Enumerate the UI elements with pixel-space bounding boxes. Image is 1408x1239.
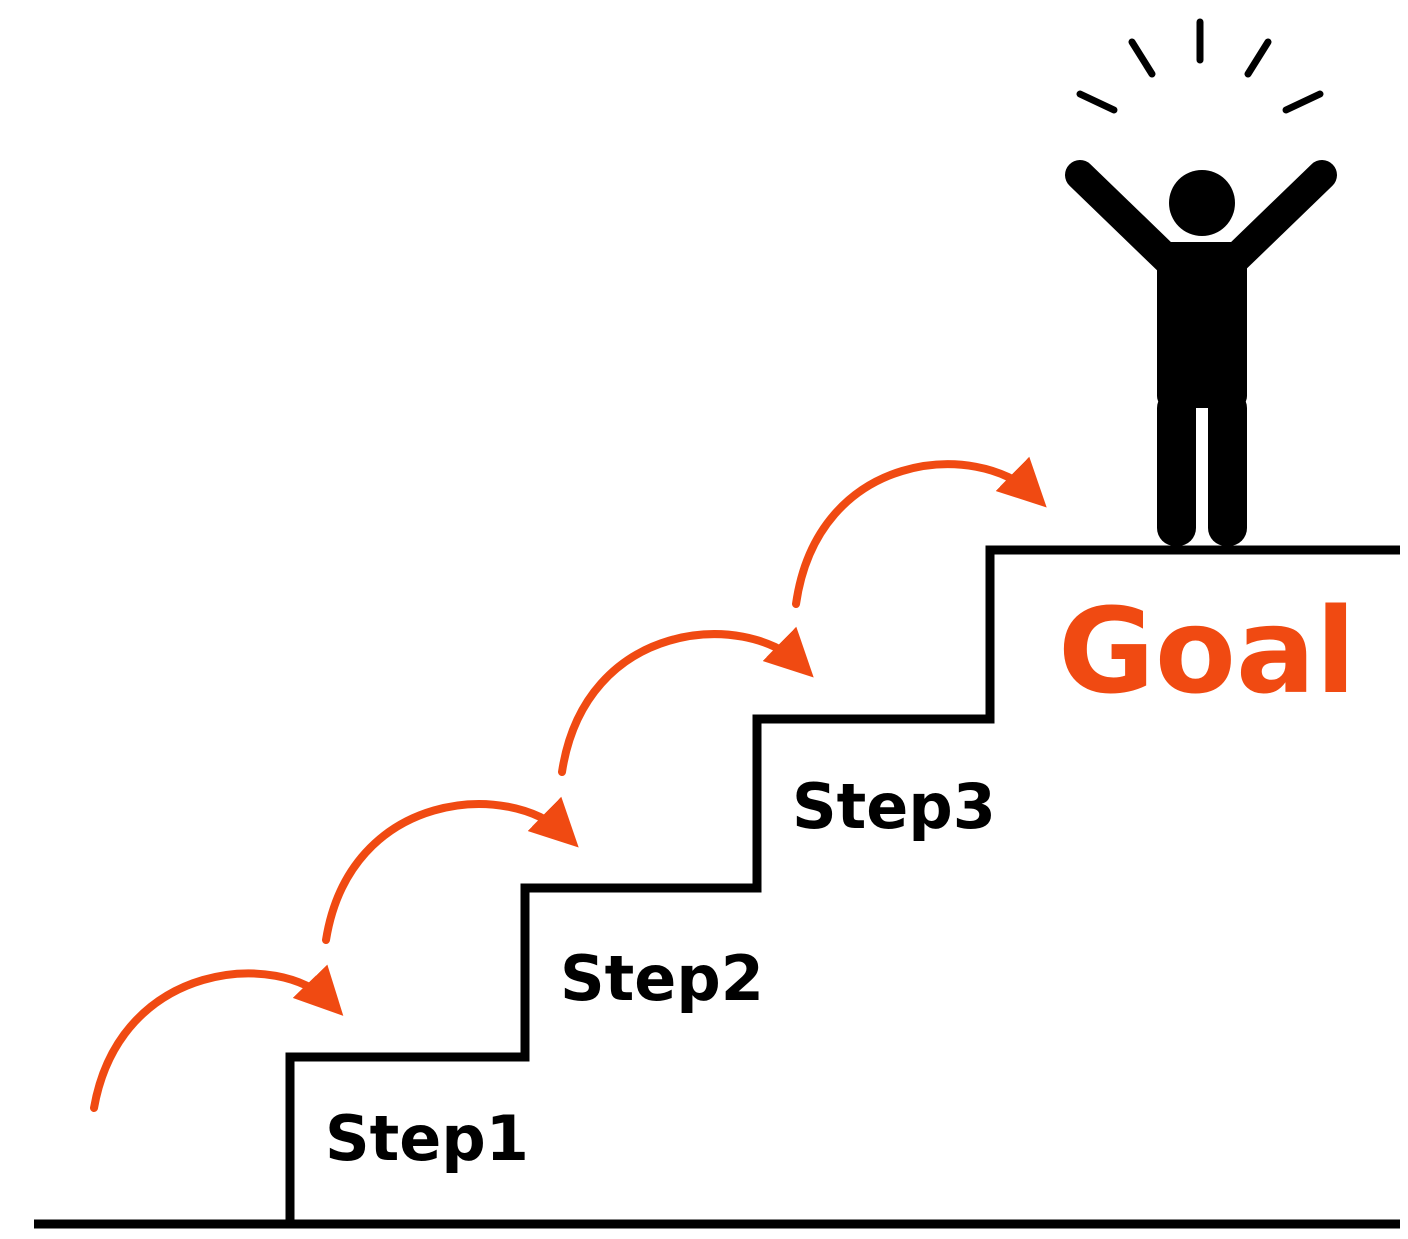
- person-right-arm: [1217, 160, 1337, 277]
- goal-label: Goal: [1058, 582, 1356, 720]
- step-2-label: Step2: [560, 942, 764, 1015]
- jump-arrow-3: [558, 626, 814, 776]
- jump-arrow-4: [792, 456, 1047, 608]
- jump-arrow-1: [90, 964, 344, 1112]
- celebration-burst-icon: [1076, 18, 1324, 114]
- person-left-arm: [1065, 160, 1185, 277]
- step-1-label: Step1: [325, 1102, 529, 1175]
- person-left-leg: [1157, 390, 1196, 546]
- person-head: [1169, 170, 1235, 236]
- staircase-outline: [285, 545, 1400, 1224]
- step-3-label: Step3: [792, 770, 996, 843]
- person-torso: [1157, 242, 1247, 408]
- celebrating-person-icon: [1065, 18, 1337, 546]
- jump-arrow-2: [322, 796, 579, 944]
- jump-arrows: [90, 456, 1047, 1112]
- person-right-leg: [1208, 390, 1247, 546]
